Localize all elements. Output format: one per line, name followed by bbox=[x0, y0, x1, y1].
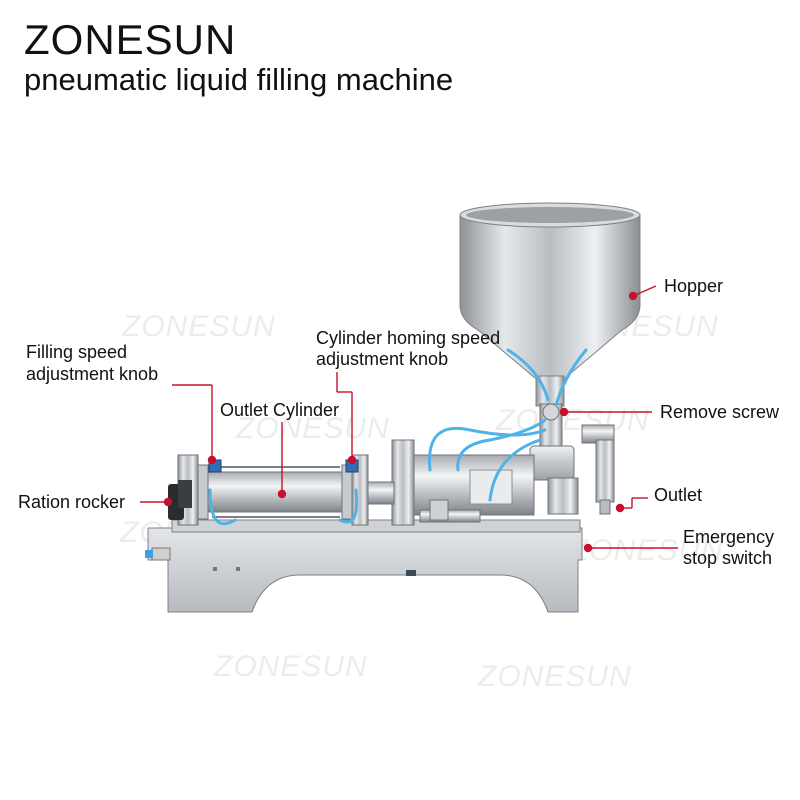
leader-lines bbox=[140, 285, 678, 553]
watermark: ZONESUN bbox=[214, 650, 368, 683]
label-cylinder-homing-line1: Cylinder homing speed bbox=[316, 328, 501, 348]
brand-title: ZONESUN bbox=[24, 16, 237, 63]
watermark: ZONESUN bbox=[122, 310, 276, 343]
label-filling-speed-line2: adjustment knob bbox=[26, 364, 159, 384]
right-support-plate bbox=[391, 439, 415, 526]
watermark: ZONESUN bbox=[236, 412, 390, 445]
pump-cylinder bbox=[413, 454, 535, 523]
label-hopper: Hopper bbox=[664, 276, 724, 296]
label-remove-screw: Remove screw bbox=[660, 402, 780, 422]
label-filling-speed-line1: Filling speed bbox=[26, 342, 128, 362]
watermark: ZONESUN bbox=[478, 660, 632, 693]
label-emergency-line2: stop switch bbox=[683, 548, 773, 568]
label-outlet-cylinder: Outlet Cylinder bbox=[220, 400, 340, 420]
watermark: ZONESUN bbox=[570, 534, 724, 567]
label-cylinder-homing-line2: adjustment knob bbox=[316, 349, 449, 369]
outlet-cylinder-body bbox=[197, 464, 395, 520]
label-ration-rocker: Ration rocker bbox=[18, 492, 126, 512]
air-tubes bbox=[208, 348, 588, 526]
machine-base bbox=[145, 519, 583, 613]
page-subtitle: pneumatic liquid filling machine bbox=[24, 62, 454, 97]
label-outlet: Outlet bbox=[654, 485, 703, 505]
hopper-body bbox=[459, 202, 641, 407]
label-emergency-line1: Emergency bbox=[683, 527, 775, 547]
ration-rocker-handle bbox=[168, 480, 192, 520]
